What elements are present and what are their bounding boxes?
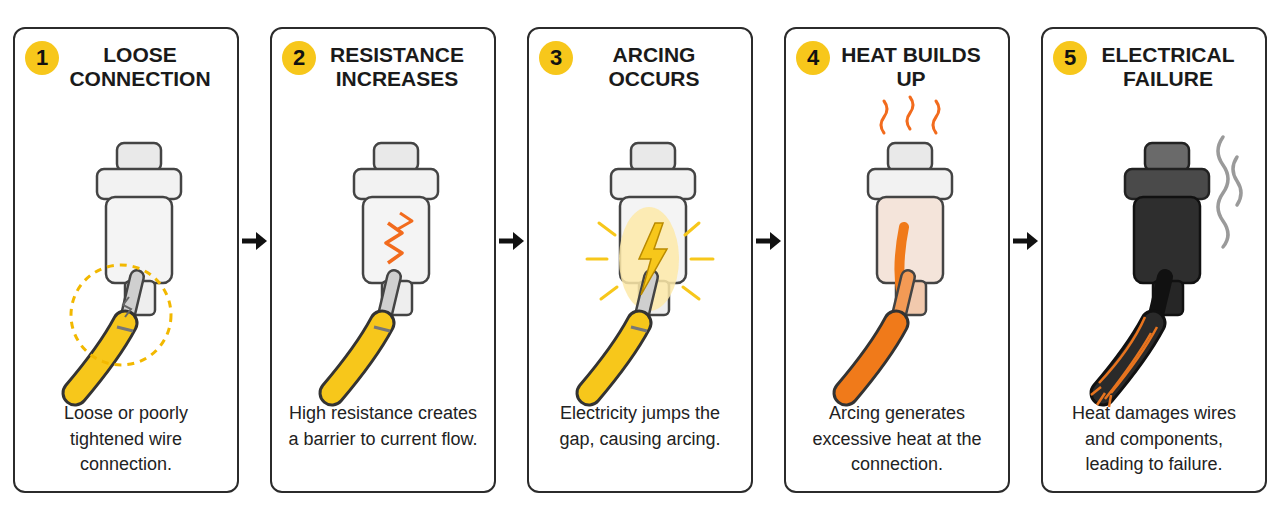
step-heading: HEAT BUILDS UP — [836, 43, 986, 91]
arcing-terminal — [587, 143, 713, 393]
step-number-badge: 1 — [25, 41, 59, 75]
flow-arrow — [756, 232, 781, 250]
step-number-badge: 2 — [282, 41, 316, 75]
step-number: 2 — [293, 45, 305, 71]
loose-terminal — [71, 143, 181, 393]
step-panel: ARCING OCCURS Electricity jumps the gap, … — [527, 27, 753, 493]
step-number: 4 — [807, 45, 819, 71]
step-panel: ELECTRICAL FAILURE Heat damages wires and… — [1041, 27, 1267, 493]
step-panel: RESISTANCE INCREASES High resistance crea… — [270, 27, 496, 493]
step-panel: HEAT BUILDS UP Arcing generates excessive… — [784, 27, 1010, 493]
step-heading: LOOSE CONNECTION — [65, 43, 215, 91]
step-number: 5 — [1064, 45, 1076, 71]
step-description: Heat damages wires and components, leadi… — [1057, 401, 1251, 478]
hot-terminal — [846, 97, 952, 393]
step-heading: RESISTANCE INCREASES — [322, 43, 472, 91]
step-number: 1 — [36, 45, 48, 71]
step-number-badge: 5 — [1053, 41, 1087, 75]
flow-arrow — [1013, 232, 1038, 250]
step-description: Electricity jumps the gap, causing arcin… — [543, 401, 737, 452]
step-number-badge: 4 — [796, 41, 830, 75]
flow-arrow — [499, 232, 524, 250]
step-panel: LOOSE CONNECTION Loose or poorly tightene… — [13, 27, 239, 493]
step-description: Loose or poorly tightened wire connectio… — [29, 401, 223, 478]
step-heading: ELECTRICAL FAILURE — [1093, 43, 1243, 91]
step-number-badge: 3 — [539, 41, 573, 75]
step-heading: ARCING OCCURS — [579, 43, 729, 91]
step-number: 3 — [550, 45, 562, 71]
step-description: Arcing generates excessive heat at the c… — [800, 401, 994, 478]
step-description: High resistance creates a barrier to cur… — [286, 401, 480, 452]
burnt-terminal — [1091, 137, 1241, 407]
resistance-terminal — [332, 143, 438, 393]
flow-arrow — [242, 232, 267, 250]
